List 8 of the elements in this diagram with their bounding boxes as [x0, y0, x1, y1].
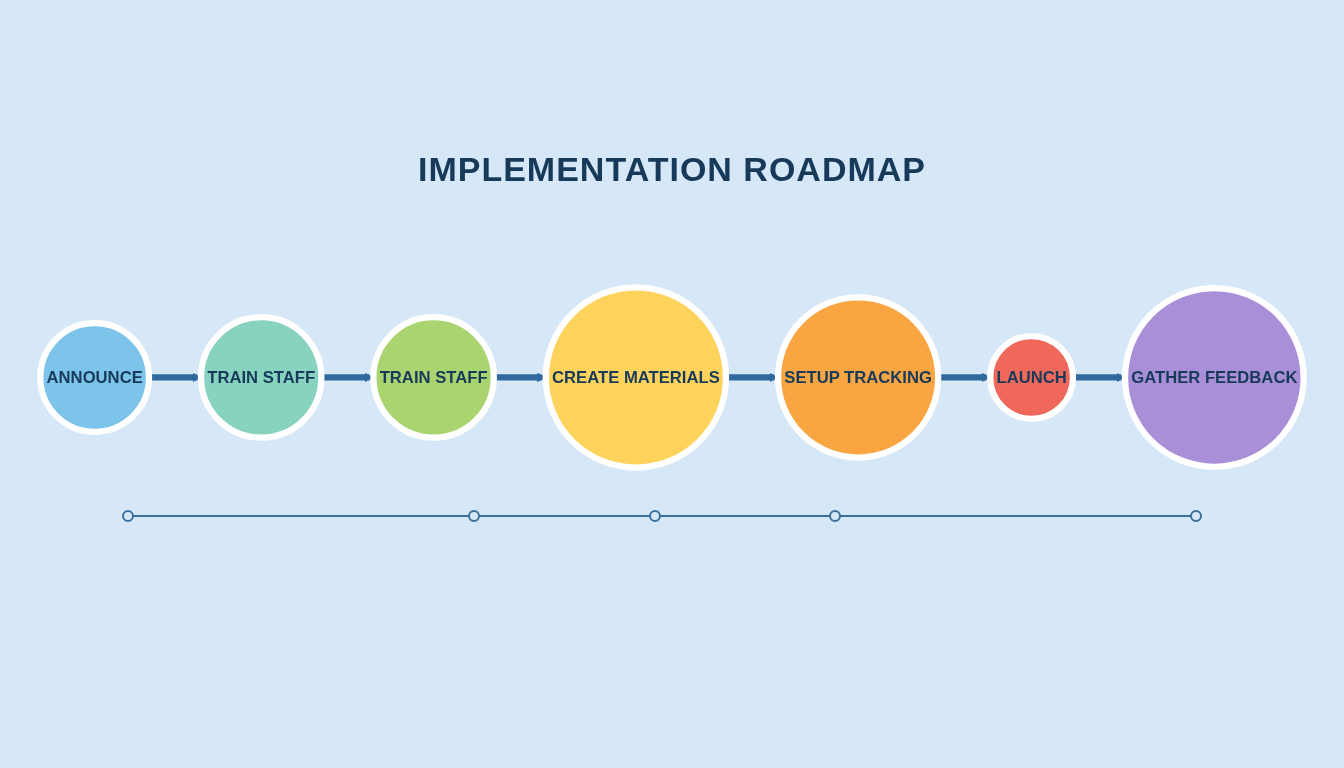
node-circle: GATHER FEEDBACK — [1121, 285, 1307, 470]
node-circle: TRAIN STAFF — [370, 314, 497, 441]
node-circle: LAUNCH — [987, 332, 1077, 422]
node-circle: ANNOUNCE — [37, 319, 153, 435]
node-circle: CREATE MATERIALS — [542, 284, 730, 471]
node-circle: SETUP TRACKING — [774, 294, 942, 461]
diagram-title: IMPLEMENTATION ROADMAP — [417, 150, 926, 189]
node-circle: TRAIN STAFF — [197, 314, 325, 441]
